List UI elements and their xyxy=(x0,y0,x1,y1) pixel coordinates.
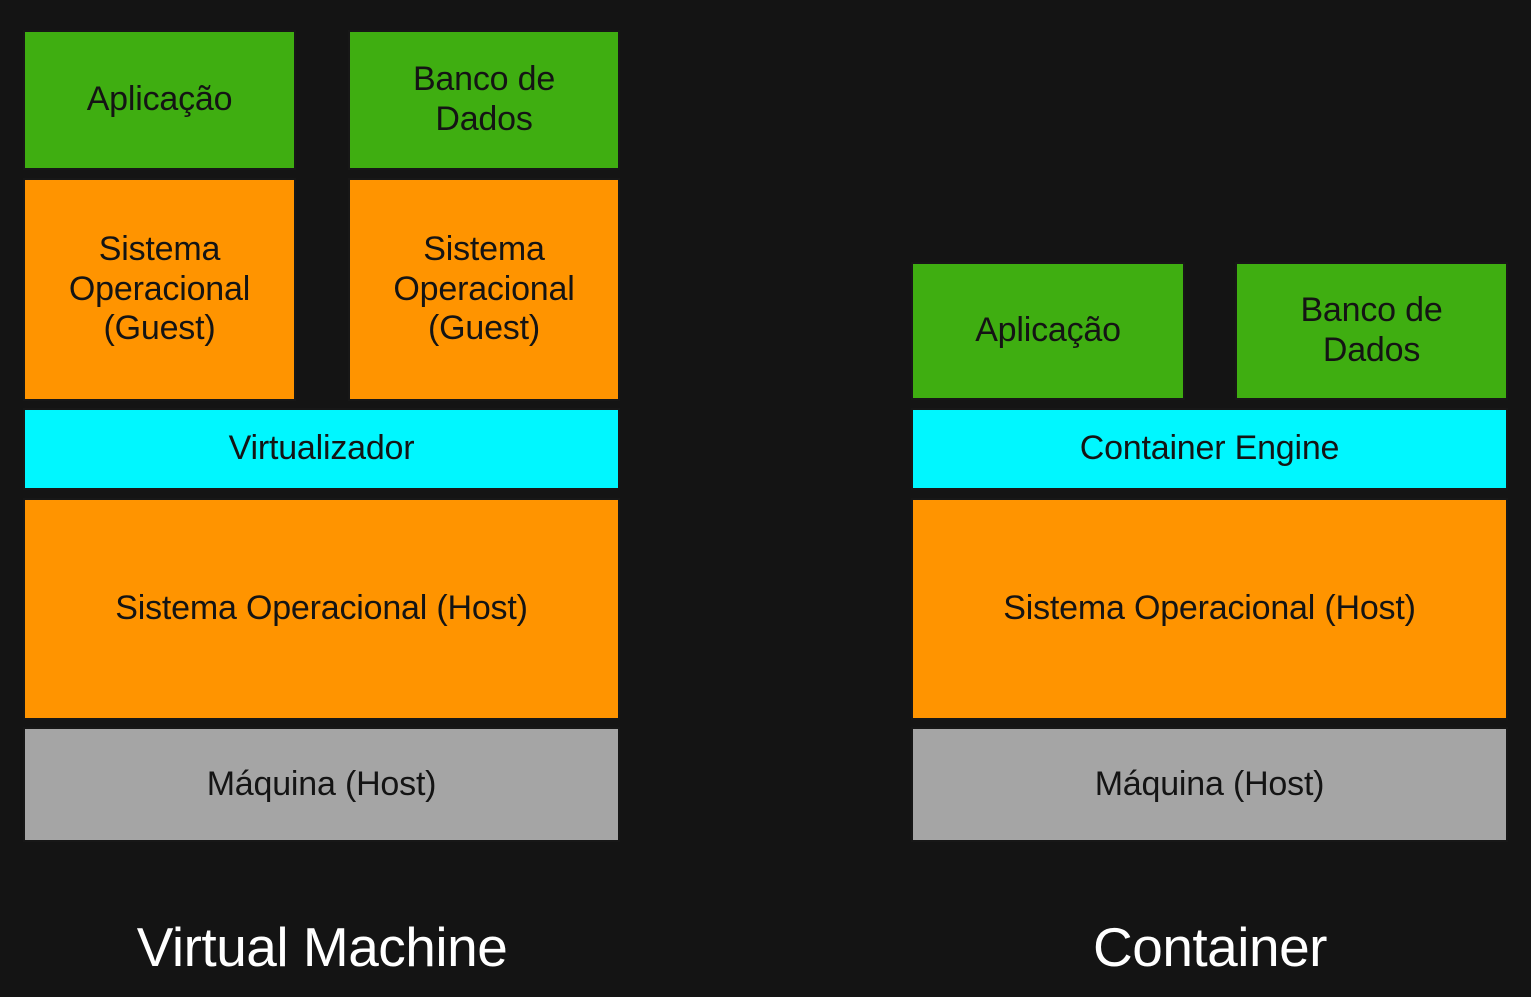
vm-application-box: Aplicação xyxy=(23,30,296,170)
vm-guest-os-box-1: Sistema Operacional (Guest) xyxy=(23,178,296,401)
vm-host-machine-box: Máquina (Host) xyxy=(23,727,620,842)
container-application-box: Aplicação xyxy=(911,262,1185,400)
vm-database-box: Banco de Dados xyxy=(348,30,620,170)
vm-stack-label: Virtual Machine xyxy=(136,916,508,978)
container-stack-label: Container xyxy=(1093,916,1327,978)
container-host-machine-box: Máquina (Host) xyxy=(911,727,1508,842)
container-engine-box: Container Engine xyxy=(911,408,1508,490)
container-host-os-box: Sistema Operacional (Host) xyxy=(911,498,1508,720)
container-database-box: Banco de Dados xyxy=(1235,262,1508,400)
vm-host-os-box: Sistema Operacional (Host) xyxy=(23,498,620,720)
vm-guest-os-box-2: Sistema Operacional (Guest) xyxy=(348,178,620,401)
vm-hypervisor-box: Virtualizador xyxy=(23,408,620,490)
